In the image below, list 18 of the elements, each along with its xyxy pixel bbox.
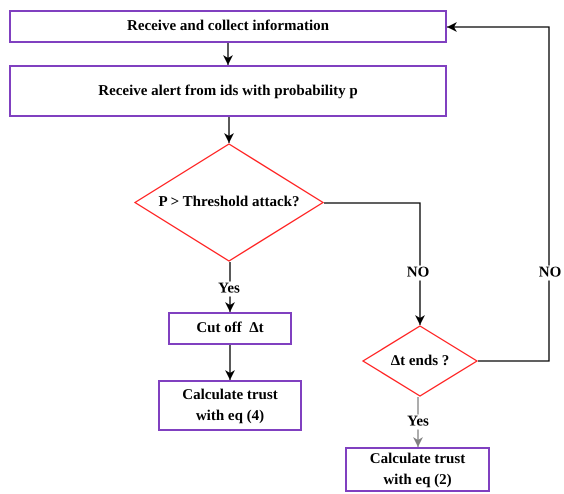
decision-label: Δt ends ? (390, 352, 450, 370)
edge-label: NO (406, 266, 430, 280)
process-box: Calculate trust with eq (2) (345, 447, 490, 492)
arrow (225, 345, 235, 380)
decision-label: P > Threshold attack? (158, 193, 300, 212)
arrow (324, 202, 425, 325)
process-box: Receive and collect information (9, 10, 447, 43)
edge-label: Yes (217, 282, 241, 296)
process-box: Calculate trust with eq (4) (158, 380, 302, 431)
arrow (223, 43, 233, 65)
process-box: Cut off Δt (168, 312, 292, 345)
edge-label: NO (538, 266, 562, 280)
arrow (447, 22, 550, 362)
edge-label: Yes (406, 414, 430, 430)
decision-diamond (134, 143, 324, 262)
process-box: Receive alert from ids with probability p (9, 65, 447, 117)
decision-diamond (362, 325, 478, 397)
arrow (224, 117, 234, 143)
